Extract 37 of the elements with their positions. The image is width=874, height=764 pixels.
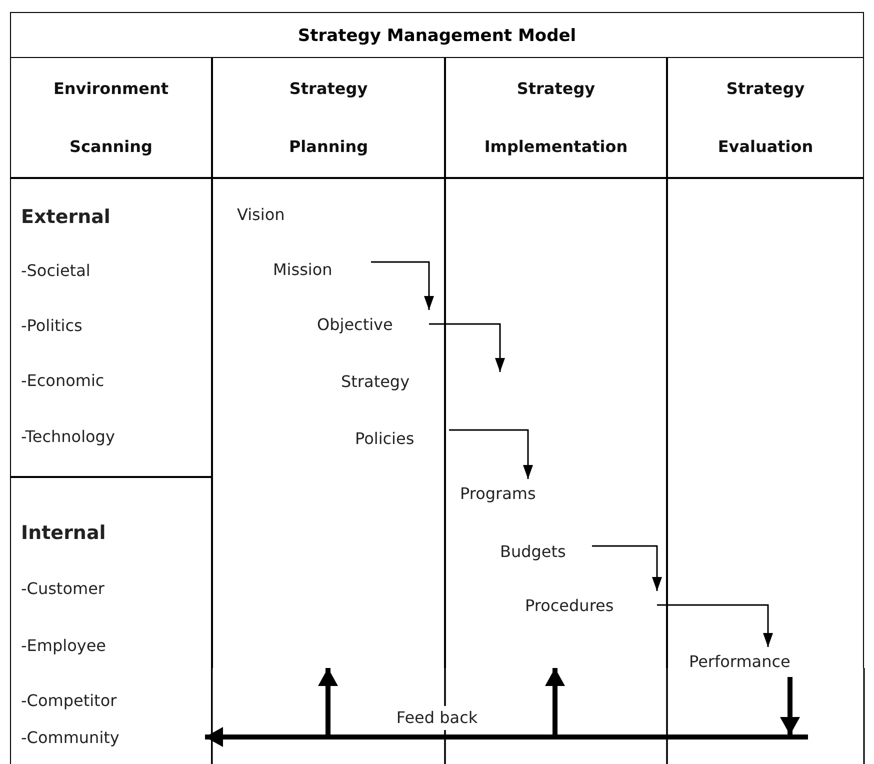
- column-header: Strategy Planning: [212, 57, 445, 178]
- list-item: -Employee: [21, 635, 106, 657]
- table-column-cell: [212, 178, 445, 668]
- feedback-arrow: [205, 727, 808, 747]
- list-item: -Customer: [21, 578, 104, 600]
- step-label: Strategy: [337, 368, 511, 396]
- feedback-arrow: [545, 668, 565, 737]
- step-label: Budgets: [496, 538, 596, 566]
- list-item: -Politics: [21, 315, 82, 337]
- feedback-arrow: [318, 668, 338, 737]
- arrow: [371, 261, 434, 310]
- list-item: -Community: [21, 727, 120, 749]
- group-heading: Internal: [21, 521, 106, 546]
- column-header: Environment Scanning: [10, 57, 212, 178]
- step-label: Vision: [233, 201, 313, 229]
- list-item: -Technology: [21, 426, 115, 448]
- list-item: -Societal: [21, 260, 90, 282]
- table-column-cell: [667, 178, 864, 668]
- table-cell: [10, 178, 212, 477]
- arrow: [592, 545, 662, 591]
- step-label: Mission: [269, 256, 375, 284]
- column-header: Strategy Evaluation: [667, 57, 864, 178]
- step-label: Performance: [685, 648, 845, 678]
- column-header: Strategy Implementation: [445, 57, 667, 178]
- step-label: Policies: [351, 425, 453, 453]
- table-column-cell: [445, 178, 667, 668]
- list-item: -Economic: [21, 370, 104, 392]
- arrow: [429, 323, 505, 372]
- step-label: Programs: [456, 480, 556, 508]
- step-label: Objective: [313, 311, 433, 339]
- feedback-arrow: [780, 677, 800, 735]
- group-heading: External: [21, 205, 110, 230]
- arrow: [449, 429, 533, 479]
- step-label: Procedures: [521, 592, 661, 620]
- list-item: -Competitor: [21, 690, 117, 712]
- table-cell: [10, 477, 212, 764]
- arrow: [657, 604, 773, 647]
